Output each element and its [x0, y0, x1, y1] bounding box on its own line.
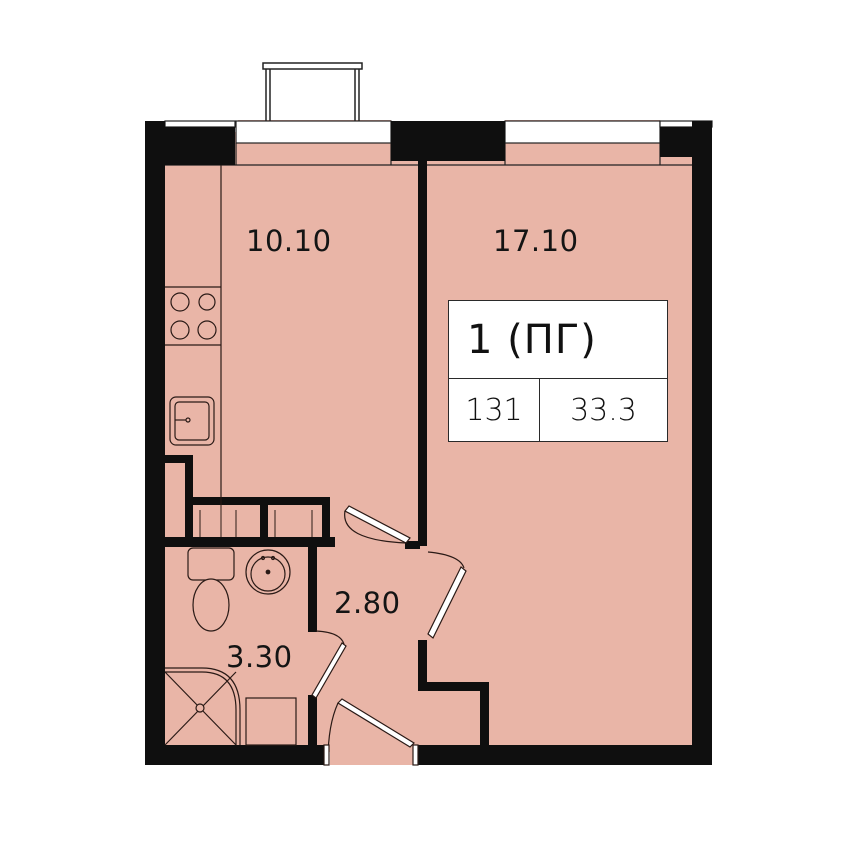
- washing-machine-icon: [245, 697, 297, 746]
- toilet-icon: [187, 547, 235, 632]
- window-openings: [164, 120, 713, 166]
- washbasin-icon: [245, 549, 291, 595]
- apartment-type: 1 (ПГ): [449, 301, 667, 379]
- room-area-hallway: 2.80: [334, 586, 401, 620]
- kitchen-counter: [165, 165, 222, 497]
- room-area-living-room: 17.10: [493, 224, 579, 258]
- balcony-icon: [262, 62, 363, 121]
- room-area-bathroom: 3.30: [226, 640, 293, 674]
- exterior-walls: [145, 121, 712, 765]
- total-area: 33.3: [570, 392, 637, 428]
- stove-icon: [170, 292, 217, 340]
- room-area-kitchen: 10.10: [246, 224, 332, 258]
- apartment-number: 131: [449, 379, 540, 441]
- wardrobe: [199, 497, 313, 537]
- doors: [311, 505, 467, 766]
- door-leaf: [427, 566, 467, 639]
- interior-walls: [165, 161, 489, 747]
- door-leaf: [344, 505, 411, 544]
- kitchen-sink-icon: [169, 396, 215, 446]
- shower-icon: [164, 667, 241, 746]
- entrance-door-icon: [337, 698, 415, 748]
- apartment-info-box: 1 (ПГ) 131 33.3: [448, 300, 668, 442]
- door-leaf: [311, 642, 347, 699]
